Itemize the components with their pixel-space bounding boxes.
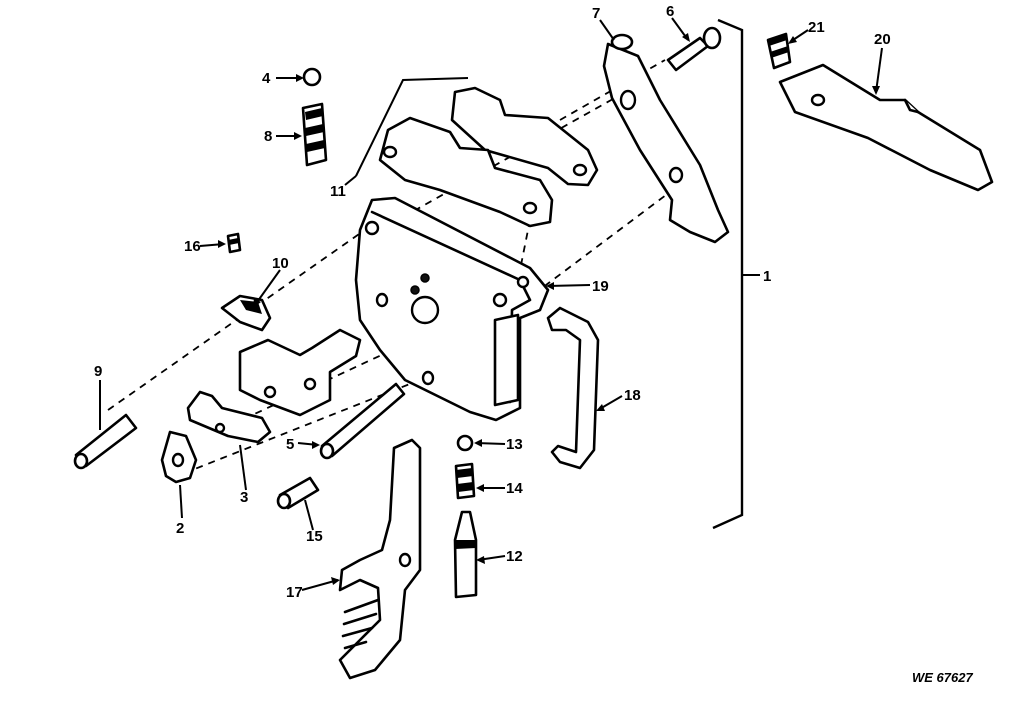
part-18-u-bracket — [546, 306, 600, 470]
part-8-spring — [301, 102, 328, 167]
callout-14: 14 — [506, 480, 523, 497]
callout-21: 21 — [808, 19, 825, 36]
callout-10: 10 — [272, 255, 289, 272]
part-14-spring — [454, 462, 476, 500]
callout-15: 15 — [306, 528, 323, 545]
part-11-bracket — [355, 77, 469, 177]
callout-19: 19 — [592, 278, 609, 295]
part-3-lever — [186, 390, 272, 444]
part-4-ball — [302, 67, 322, 87]
figure-id: WE 67627 — [912, 670, 973, 685]
part-13-ball — [456, 434, 474, 452]
callout-4: 4 — [262, 70, 271, 87]
callout-labels: 1 2 3 4 5 6 7 8 9 10 11 12 13 14 15 16 1… — [94, 3, 891, 601]
part-16-screw — [226, 232, 242, 254]
callout-13: 13 — [506, 436, 523, 453]
callout-6: 6 — [666, 3, 674, 20]
part-11-plates — [378, 86, 599, 228]
callout-16: 16 — [184, 238, 201, 255]
part-20-trigger-bar — [778, 63, 994, 192]
part-6-screw — [666, 26, 722, 72]
callout-11: 11 — [330, 183, 346, 200]
callout-17: 17 — [286, 584, 303, 601]
callout-9: 9 — [94, 363, 102, 380]
part-17-trigger — [338, 438, 422, 680]
part-5-pin — [319, 382, 406, 460]
part-10-sear — [220, 294, 362, 417]
part-2-clip — [160, 430, 198, 484]
callout-7: 7 — [592, 5, 600, 22]
leader-lines — [99, 17, 883, 591]
callout-20: 20 — [874, 31, 891, 48]
callout-2: 2 — [176, 520, 184, 537]
part-9-pin — [73, 413, 138, 470]
assembly-1-bracket — [712, 18, 760, 530]
part-7-lever-plate — [602, 33, 730, 244]
callout-5: 5 — [286, 436, 294, 453]
part-15-pin — [276, 476, 320, 510]
callout-8: 8 — [264, 128, 272, 145]
callout-18: 18 — [624, 387, 641, 404]
part-19-housing — [354, 196, 550, 422]
part-12-plunger — [453, 510, 478, 599]
part-21-spring — [766, 32, 792, 70]
callout-12: 12 — [506, 548, 523, 565]
callout-1: 1 — [763, 268, 771, 285]
callout-3: 3 — [240, 489, 248, 506]
